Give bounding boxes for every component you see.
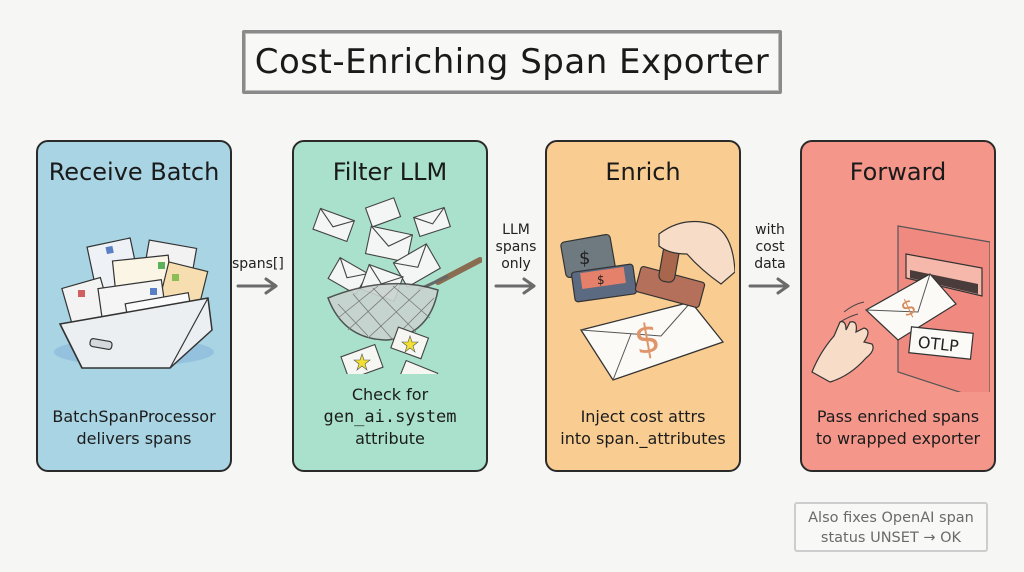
mail-slot-otlp-icon: $ OTLP [811, 225, 990, 392]
connector-label: with [755, 222, 785, 238]
connector-label: data [754, 256, 786, 272]
diagram-title-box: Cost-Enriching Span Exporter [242, 30, 782, 94]
step-desc-line: delivers spans [76, 429, 192, 448]
step-desc-line: into span._attributes [560, 429, 726, 448]
step-title: Receive Batch [48, 158, 220, 186]
attribute-name: gen_ai.system [323, 407, 457, 427]
connector-label: LLM [502, 222, 530, 238]
arrow-right-icon [748, 277, 790, 295]
step-desc-line: BatchSpanProcessor [52, 407, 216, 426]
step-title: Enrich [605, 158, 681, 186]
step-desc-line: Check for [351, 385, 429, 404]
inbox-tray-with-envelopes-icon [54, 237, 214, 369]
step-desc-line: to wrapped exporter [815, 429, 981, 448]
step-forward: Forward $ OTLP Pass enriched spans to wr… [800, 140, 996, 472]
connector-with-cost-data: with cost data [748, 222, 792, 295]
arrow-right-icon [236, 277, 278, 295]
step-title: Forward [849, 158, 947, 186]
connector-label: only [501, 256, 531, 272]
openai-status-note: Also fixes OpenAI span status UNSET → OK [794, 502, 988, 552]
step-filter-llm: Filter LLM Check for gen_ai.system [292, 140, 488, 472]
note-line: status UNSET → OK [820, 530, 962, 546]
step-receive-batch: Receive Batch BatchSpanProcessor deliver… [36, 140, 232, 472]
step-desc-line: Inject cost attrs [580, 407, 706, 426]
connector-label: spans[] [232, 256, 284, 272]
svg-text:$: $ [579, 248, 590, 269]
connector-spans: spans[] [232, 256, 284, 295]
otlp-label: OTLP [917, 333, 960, 356]
step-enrich: Enrich $ $ $ Inject cost attrs into span… [545, 140, 741, 472]
step-desc-line: attribute [355, 429, 425, 448]
connector-label: cost [755, 239, 785, 255]
step-desc-line: Pass enriched spans [816, 407, 980, 426]
svg-text:$: $ [597, 273, 605, 287]
sieve-filter-envelopes-icon [312, 197, 482, 374]
note-line: Also fixes OpenAI span [808, 510, 974, 526]
diagram-title: Cost-Enriching Span Exporter [254, 42, 770, 82]
step-title: Filter LLM [332, 158, 448, 186]
dollar-stamp-envelope-icon: $ $ $ [560, 221, 735, 381]
connector-llm-spans-only: LLM spans only [494, 222, 538, 295]
connector-label: spans [495, 239, 537, 255]
arrow-right-icon [494, 277, 536, 295]
